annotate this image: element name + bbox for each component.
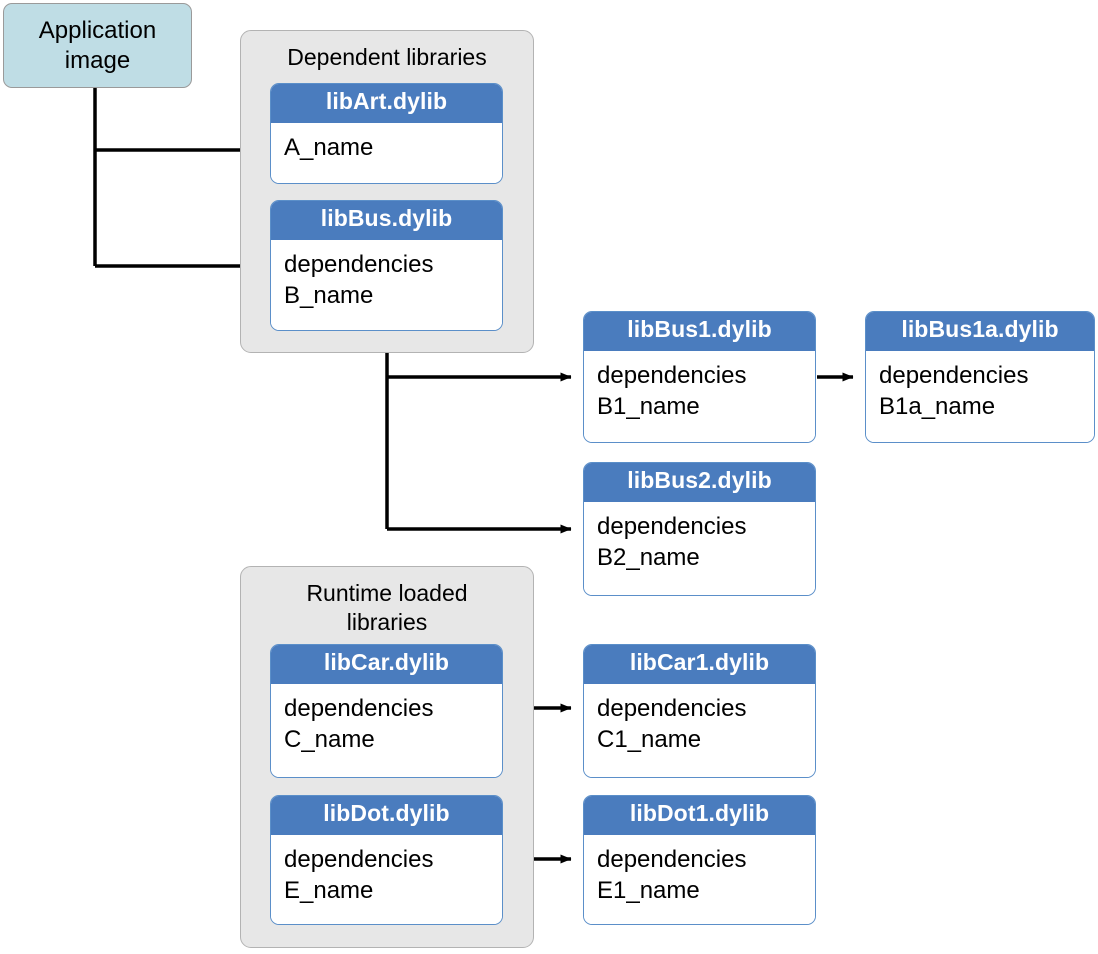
- card-libart-header: libArt.dylib: [271, 84, 502, 123]
- card-libbus[interactable]: libBus.dylib dependencies B_name: [270, 200, 503, 331]
- edge-libbus-to-children: [385, 331, 572, 534]
- group-runtime-title-line1: Runtime loaded: [306, 580, 468, 606]
- card-libart[interactable]: libArt.dylib A_name: [270, 83, 503, 184]
- card-libcar-header: libCar.dylib: [271, 645, 502, 684]
- card-libart-body: A_name: [271, 122, 502, 183]
- card-libbus1a-header: libBus1a.dylib: [866, 312, 1094, 351]
- node-application-image[interactable]: Application image: [3, 3, 192, 88]
- card-libbus1a-body: dependencies B1a_name: [866, 350, 1094, 442]
- application-image-label-line2: image: [64, 46, 131, 74]
- card-libbus1-header: libBus1.dylib: [584, 312, 815, 351]
- card-libbus2-line2: B2_name: [597, 543, 700, 571]
- card-libdot-header: libDot.dylib: [271, 796, 502, 835]
- card-libbus1a-line1: dependencies: [879, 361, 1029, 389]
- card-libcar-body: dependencies C_name: [271, 683, 502, 777]
- card-libcar1-line1: dependencies: [597, 694, 747, 722]
- application-image-label-line1: Application: [38, 17, 157, 45]
- card-libbus1-line1: dependencies: [597, 361, 747, 389]
- card-libbus-line1: dependencies: [284, 250, 434, 278]
- card-libdot1[interactable]: libDot1.dylib dependencies E1_name: [583, 795, 816, 925]
- card-libbus2-header: libBus2.dylib: [584, 463, 815, 502]
- card-libbus1a-line2: B1a_name: [879, 392, 996, 420]
- card-libcar1-body: dependencies C1_name: [584, 683, 815, 777]
- card-libdot1-line1: dependencies: [597, 845, 747, 873]
- group-runtime-title-line2: libraries: [346, 608, 428, 635]
- card-libdot[interactable]: libDot.dylib dependencies E_name: [270, 795, 503, 925]
- application-image-label: Application image: [39, 16, 156, 75]
- card-libbus1-line2: B1_name: [597, 392, 700, 420]
- card-libbus2-line1: dependencies: [597, 512, 747, 540]
- card-libcar1-line2: C1_name: [597, 725, 702, 753]
- card-libdot-body: dependencies E_name: [271, 834, 502, 924]
- card-libbus-line2: B_name: [284, 281, 374, 309]
- card-libbus-header: libBus.dylib: [271, 201, 502, 240]
- card-libdot-line1: dependencies: [284, 845, 434, 873]
- card-libbus1[interactable]: libBus1.dylib dependencies B1_name: [583, 311, 816, 443]
- edge-app-to-libs: [93, 88, 257, 271]
- card-libcar1[interactable]: libCar1.dylib dependencies C1_name: [583, 644, 816, 778]
- group-runtime-loaded-libraries-title: Runtime loaded libraries: [241, 579, 533, 637]
- card-libdot1-header: libDot1.dylib: [584, 796, 815, 835]
- group-dependent-libraries-title: Dependent libraries: [287, 44, 487, 70]
- card-libart-line1: A_name: [284, 133, 374, 161]
- card-libdot-line2: E_name: [284, 876, 374, 904]
- card-libbus-body: dependencies B_name: [271, 239, 502, 330]
- card-libcar-line2: C_name: [284, 725, 375, 753]
- card-libdot1-line2: E1_name: [597, 876, 700, 904]
- card-libdot1-body: dependencies E1_name: [584, 834, 815, 924]
- card-libcar1-header: libCar1.dylib: [584, 645, 815, 684]
- card-libbus1-body: dependencies B1_name: [584, 350, 815, 442]
- card-libcar-line1: dependencies: [284, 694, 434, 722]
- card-libbus2[interactable]: libBus2.dylib dependencies B2_name: [583, 462, 816, 596]
- card-libcar[interactable]: libCar.dylib dependencies C_name: [270, 644, 503, 778]
- card-libbus2-body: dependencies B2_name: [584, 501, 815, 595]
- card-libbus1a[interactable]: libBus1a.dylib dependencies B1a_name: [865, 311, 1095, 443]
